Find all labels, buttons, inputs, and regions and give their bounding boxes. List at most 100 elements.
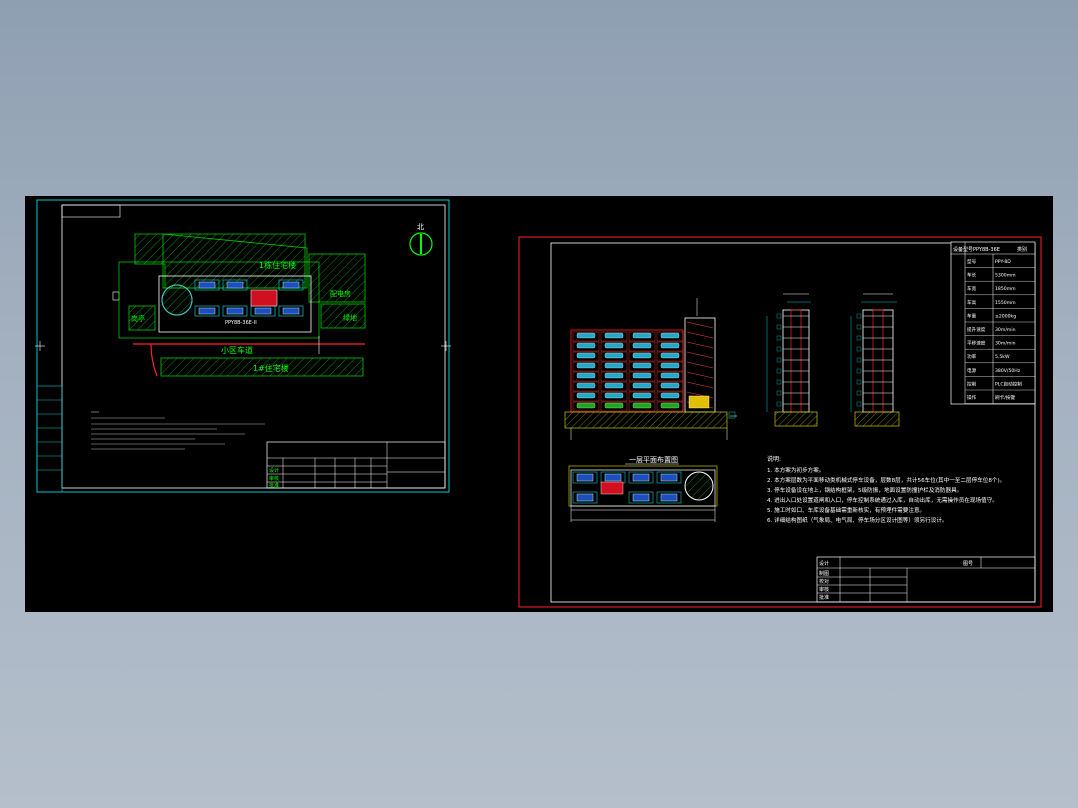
spec-row-value: PLC自动控制 (995, 380, 1022, 387)
spec-row-label: 型号 (967, 258, 977, 265)
sheet2-title-block: 设计 制图 校对 审核 批准 图号 (816, 556, 1036, 603)
plan-car (660, 473, 678, 482)
elevation-bay (628, 361, 656, 372)
building-a-label: 1栋住宅楼 (259, 260, 296, 270)
notes-title: 说明: (767, 455, 781, 463)
elevation-bay (600, 391, 628, 402)
elevation-car (604, 392, 624, 399)
note-4: 5. 施工时如口、车库设备基础需重新核实，有预埋件需要注意。 (767, 506, 925, 514)
elevation-car (604, 352, 624, 359)
car-on-lift (688, 395, 710, 409)
building-b-footprint (160, 357, 364, 377)
site-bay (278, 279, 304, 291)
site-bay (222, 305, 248, 317)
elevation-bay (628, 341, 656, 352)
north-label: 北 (417, 223, 424, 231)
elevation-car (576, 382, 596, 389)
spec-header-2: 类别 (1017, 246, 1027, 253)
tower-brace (686, 351, 714, 359)
elevation-bay (628, 401, 656, 412)
level-marker (776, 313, 782, 319)
plan-bay (628, 471, 654, 484)
title2-row-0: 设计 (819, 560, 829, 567)
spec-row-label: 车重 (967, 312, 977, 319)
spec-header-0: 设备型号 (953, 246, 973, 253)
elevation-bay (572, 341, 600, 352)
elevation-bay (572, 371, 600, 382)
plan-car (576, 473, 594, 482)
note-3: 4. 进出入口处设置道闸和入口，停车控制系统通过入库，自动出库，无需操作员在现场… (767, 496, 998, 504)
elevation-bay (656, 401, 684, 412)
plan-bay (628, 491, 654, 504)
north-arrow-icon (409, 232, 433, 256)
level-marker (856, 346, 862, 352)
plan-car (604, 473, 622, 482)
level-marker (856, 313, 862, 319)
title1-row-2: 批准 (269, 482, 279, 489)
level-marker (776, 357, 782, 363)
level-marker (776, 324, 782, 330)
elevation-bay (656, 331, 684, 342)
cad-model-viewport[interactable]: 北 1栋住宅楼 配电房 绿地 岗亭 PPY8B-36E-II (25, 196, 1053, 612)
elevation-car (576, 362, 596, 369)
site-car (226, 281, 244, 289)
elevation-bay (656, 351, 684, 362)
elevation-bay (656, 361, 684, 372)
elevation-bay (600, 371, 628, 382)
note-5: 6. 详细结构图纸（气象局、电气局、停车场分区设计图等）须另行设计。 (767, 516, 948, 524)
spec-row-label: 功率 (967, 353, 977, 360)
elevation-car (632, 332, 652, 339)
elevation-car (604, 382, 624, 389)
side-elevation-1 (766, 293, 818, 427)
tower-brace (686, 321, 714, 329)
plan-car (576, 493, 594, 502)
elevation-bay (600, 381, 628, 392)
elevation-car (576, 352, 596, 359)
spec-row-value: PPY-8D (995, 259, 1011, 265)
elevation-car (632, 392, 652, 399)
elevation-bay (628, 371, 656, 382)
sheet2-outer-frame (518, 236, 1042, 608)
tower-brace (686, 341, 714, 349)
elevation-car (660, 382, 680, 389)
side-elevation-2 (850, 293, 900, 427)
site-car (198, 307, 216, 315)
elevation-bay (628, 351, 656, 362)
elevation-bay (600, 331, 628, 342)
spec-row-value: ≤2000kg (995, 313, 1016, 319)
elevation-bay (572, 401, 600, 412)
site-car (226, 307, 244, 315)
first-floor-plan: 一层平面布置图 (568, 455, 718, 522)
elevation-bay (572, 381, 600, 392)
sheet1-side-strip (36, 385, 63, 493)
elevation-car-grid (572, 331, 684, 412)
level-marker (856, 390, 862, 396)
cad-drawing-canvas[interactable]: 北 1栋住宅楼 配电房 绿地 岗亭 PPY8B-36E-II (25, 196, 1053, 612)
elevation-bay (572, 351, 600, 362)
elevation-car (576, 372, 596, 379)
elevation-car (632, 372, 652, 379)
site-car (254, 307, 272, 315)
title1-row-0: 设计 (269, 467, 279, 474)
elevation-bay (628, 391, 656, 402)
lawn-block (320, 303, 366, 329)
plan-car (632, 493, 650, 502)
sheet1-title-block: 设计 审核 批准 (266, 441, 446, 489)
plan-car (632, 473, 650, 482)
elevation-bay (600, 341, 628, 352)
elevation-car (660, 352, 680, 359)
title2-row-4: 批准 (819, 594, 829, 601)
guard-house-block (128, 305, 156, 331)
plan-bay (656, 491, 682, 504)
level-marker (776, 379, 782, 385)
elevation-car (604, 342, 624, 349)
spec-row-label: 操作 (967, 394, 977, 401)
sheet1-inner-frame (61, 204, 446, 489)
site-car (282, 281, 300, 289)
level-marker (776, 390, 782, 396)
site-bay (194, 305, 220, 317)
level-marker (856, 401, 862, 407)
elevation-car (604, 332, 624, 339)
garage-site-outline (158, 275, 312, 333)
guard-label: 岗亭 (131, 314, 145, 323)
